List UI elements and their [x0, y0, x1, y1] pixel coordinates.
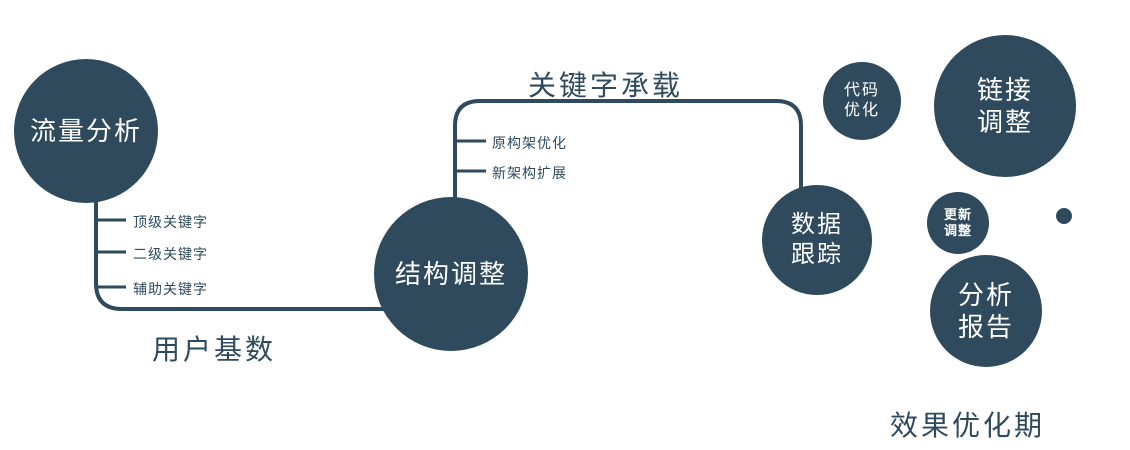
branch-label-top-keywords: 顶级关键字 — [133, 214, 208, 230]
dot-marker — [1056, 208, 1072, 224]
node-update-adjust: 更新 调整 — [927, 192, 989, 254]
node-update-adjust-line2: 调整 — [943, 223, 972, 238]
node-code-optimize-line2: 优化 — [843, 102, 880, 119]
stage-label-effect-optimization: 效果优化期 — [890, 410, 1046, 441]
node-code-optimize: 代码 优化 — [823, 62, 901, 140]
node-traffic-analysis-label: 流量分析 — [29, 115, 142, 146]
node-data-tracking: 数据 跟踪 — [762, 185, 872, 295]
node-structure-adjust-label: 结构调整 — [394, 258, 507, 289]
node-data-tracking-line2: 跟踪 — [791, 241, 843, 268]
edge-structure-to-tracking — [453, 99, 803, 215]
node-structure-adjust: 结构调整 — [374, 197, 528, 351]
node-link-adjust: 链接 调整 — [934, 35, 1076, 177]
edge-label-keyword-carry: 关键字承载 — [528, 70, 684, 101]
branch-label-aux-keywords: 辅助关键字 — [133, 281, 208, 297]
edge-label-user-base: 用户基数 — [152, 334, 277, 365]
node-link-adjust-line2: 调整 — [976, 107, 1033, 137]
branch-label-original-architecture: 原构架优化 — [492, 135, 567, 151]
node-analysis-report-line2: 报告 — [957, 312, 1014, 342]
node-update-adjust-line1: 更新 — [943, 206, 972, 222]
node-data-tracking-line1: 数据 — [791, 211, 843, 238]
node-traffic-analysis: 流量分析 — [14, 59, 158, 203]
node-code-optimize-line1: 代码 — [843, 82, 880, 99]
node-analysis-report-line1: 分析 — [957, 279, 1014, 310]
branch-label-second-keywords: 二级关键字 — [133, 246, 208, 262]
edge-traffic-to-structure — [94, 188, 430, 311]
node-link-adjust-line1: 链接 — [976, 74, 1033, 105]
node-analysis-report: 分析 报告 — [930, 255, 1042, 367]
branch-label-new-architecture: 新架构扩展 — [492, 165, 567, 181]
